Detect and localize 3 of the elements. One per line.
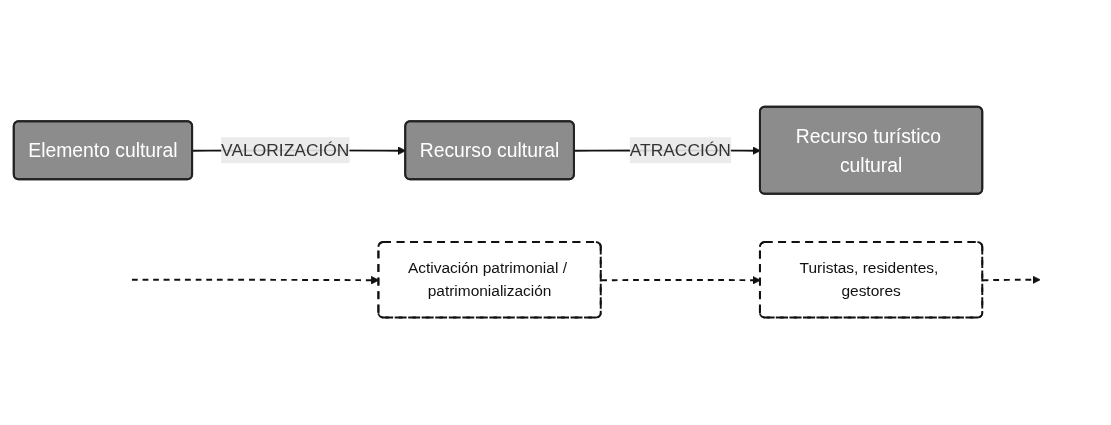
edge-label: ATRACCIÓN (629, 140, 731, 160)
arrow (981, 275, 1041, 285)
edge-label: VALORIZACIÓN (220, 140, 349, 160)
